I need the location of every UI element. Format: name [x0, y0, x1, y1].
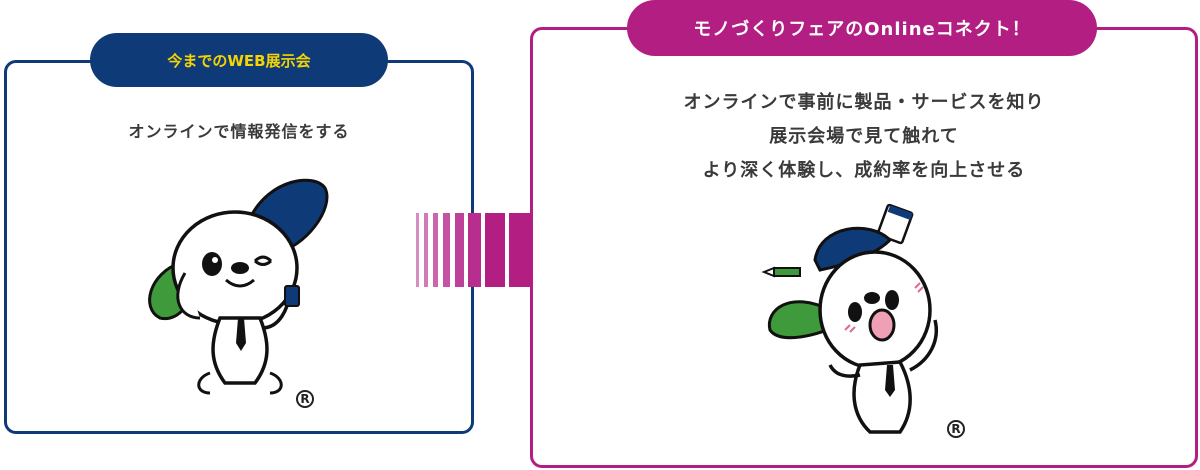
right-line-2: 展示会場で見て触れて	[769, 126, 959, 147]
right-panel-description: オンラインで事前に製品・サービスを知り 展示会場で見て触れて より深く体験し、成…	[530, 86, 1198, 188]
mascot-surprised-icon	[761, 203, 938, 434]
right-line-1: オンラインで事前に製品・サービスを知り	[683, 92, 1045, 113]
right-line-3: より深く体験し、成約率を向上させる	[702, 160, 1026, 181]
left-panel-badge: 今までのWEB展示会	[90, 33, 388, 87]
registered-mark-right: R	[947, 420, 965, 438]
mascot-phone-icon	[148, 178, 329, 395]
right-panel-badge: モノづくりフェアのOnlineコネクト！	[627, 0, 1097, 56]
left-panel-description: オンラインで情報発信をする	[128, 122, 350, 141]
registered-mark-left: R	[296, 390, 314, 408]
